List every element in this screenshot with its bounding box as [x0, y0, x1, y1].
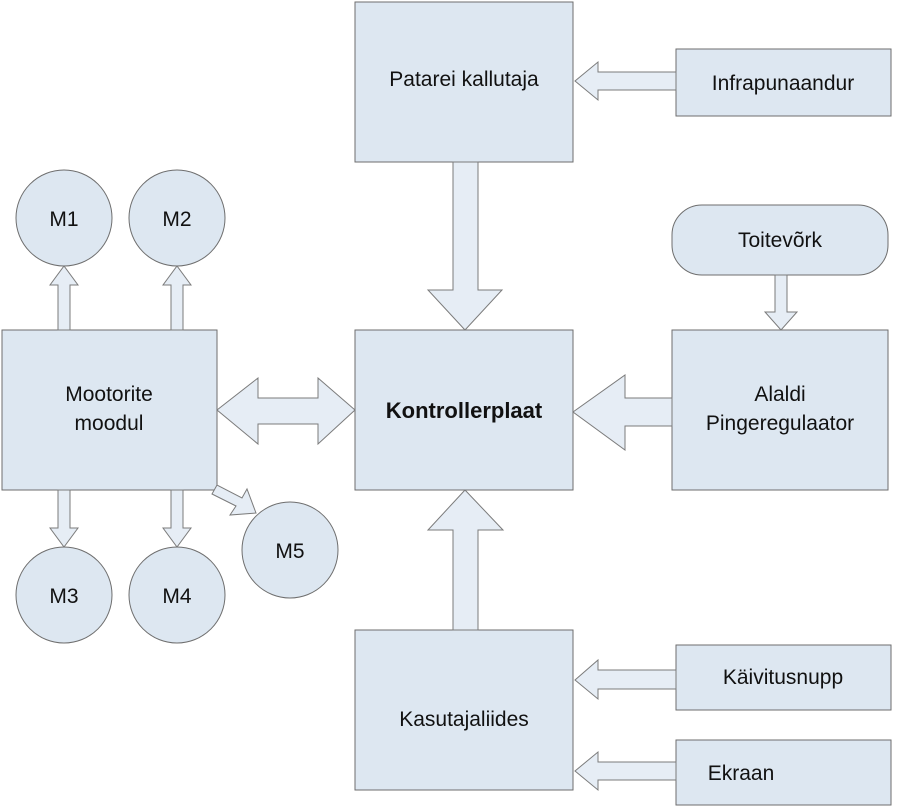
arrow-alaldi-to-kontroller: [572, 374, 673, 451]
kaivitusnupp-box: [675, 644, 892, 711]
arrow-patarei-to-kontroller: [426, 161, 504, 331]
arrow-mootorite-kontroller-bidirectional: [216, 376, 356, 446]
arrow-moodul-to-m5: [211, 484, 257, 516]
alaldi-pingeregulaator-box: [671, 329, 889, 491]
mootorite-label-line1: Mootorite: [65, 383, 153, 406]
kaivitusnupp-label: Käivitusnupp: [723, 666, 843, 689]
infrapunaandur-label: Infrapunaandur: [712, 72, 854, 95]
arrow-moodul-to-m1: [49, 265, 79, 331]
arrow-moodul-to-m3: [49, 489, 79, 548]
motor-m2-label: M2: [162, 208, 191, 231]
motor-m5-label: M5: [275, 540, 304, 563]
infrapunaandur-box: [675, 48, 892, 117]
motor-m4-label: M4: [162, 585, 191, 608]
motor-m1-label: M1: [49, 208, 78, 231]
arrow-kaivitusnupp-to-kasutajaliides: [574, 658, 677, 701]
kontrollerplaat-box: [354, 329, 574, 491]
arrow-moodul-to-m4: [162, 489, 192, 548]
arrow-moodul-to-m2: [162, 265, 192, 331]
arrow-infrapunaandur-to-patarei: [574, 60, 677, 102]
patarei-kallutaja-box: [354, 1, 574, 163]
kasutajaliides-label: Kasutajaliides: [399, 708, 529, 731]
ekraan-box: [675, 739, 892, 806]
motor-m5-circle: [241, 501, 339, 599]
mootorite-label-line2: moodul: [75, 412, 144, 435]
toitevork-label: Toitevõrk: [738, 229, 823, 252]
arrow-toitevork-to-alaldi: [763, 274, 799, 331]
alaldi-label-line2: Pingeregulaator: [706, 412, 854, 435]
ekraan-label: Ekraan: [708, 762, 775, 785]
patarei-kallutaja-label: Patarei kallutaja: [389, 68, 539, 91]
arrow-kasutajaliides-to-kontroller: [426, 489, 505, 631]
kasutajaliides-box: [354, 629, 574, 791]
alaldi-label-line1: Alaldi: [754, 383, 805, 406]
mootorite-moodul-box: [1, 329, 218, 491]
arrow-ekraan-to-kasutajaliides: [574, 750, 677, 792]
motor-m3-label: M3: [49, 585, 78, 608]
kontrollerplaat-label: Kontrollerplaat: [386, 398, 543, 423]
